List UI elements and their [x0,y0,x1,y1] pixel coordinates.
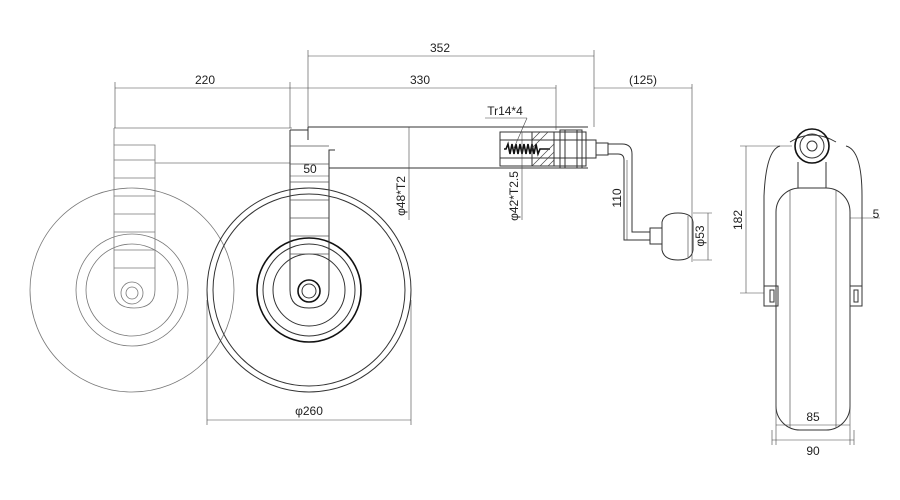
dim-inner-tube: φ42*T2.5 [507,171,521,221]
dim-tyre-width: 85 [806,410,820,424]
dim-overall-width: 90 [806,444,820,458]
screw-housing [499,129,609,169]
dim-thread: Tr14*4 [487,104,523,118]
crank-handle [608,143,694,261]
ghost-bracket [113,144,290,309]
dim-tube-length: 330 [410,73,430,87]
ghost-wheel [29,187,235,393]
dim-wheel-diameter: φ260 [295,404,323,418]
dim-outer-tube: φ48*T2 [394,176,408,216]
dim-handle-height: 110 [610,188,624,207]
dim-overall-length: 352 [430,41,450,55]
dim-wheel-offset: 220 [195,73,215,87]
dim-knob-diameter: φ53 [693,225,707,246]
dim-side-height: 182 [731,210,745,230]
dim-lines [114,50,880,445]
main-wheel [206,187,412,393]
outer-tube [307,126,588,169]
dim-bracket-width: 50 [303,162,317,176]
dim-side-thickness: 5 [873,207,880,221]
side-view [763,128,863,431]
dim-handle-offset: (125) [629,73,657,87]
